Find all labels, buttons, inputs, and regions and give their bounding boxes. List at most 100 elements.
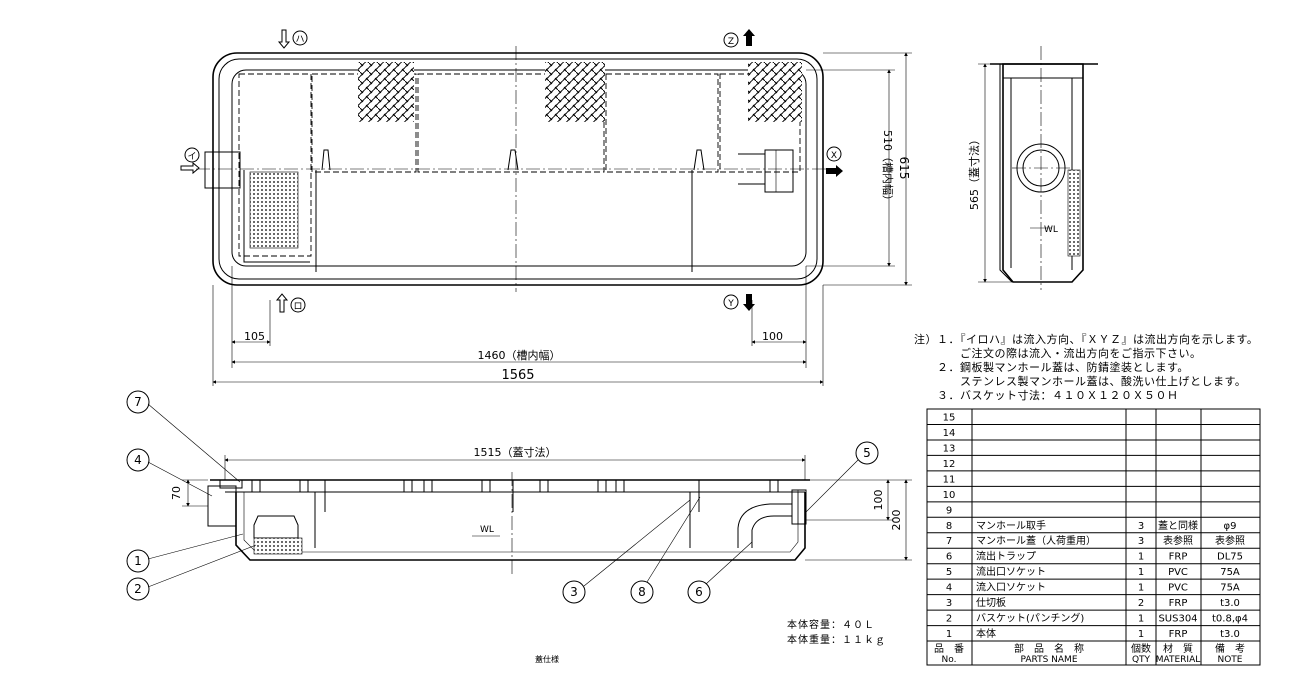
table-cell-no: 5 (946, 567, 952, 578)
callouts: 7 4 1 2 3 8 6 5 (126, 390, 879, 604)
plan-view (196, 46, 830, 292)
callout-2: 2 (134, 582, 142, 596)
table-cell-no: 9 (946, 505, 952, 516)
table-cell-material: PVC (1168, 567, 1188, 578)
table-cell-no: 10 (943, 490, 956, 501)
table-cell-note: φ9 (1224, 521, 1237, 532)
header-name-jp: 部 品 名 称 (1014, 642, 1084, 655)
table-cell-no: 1 (946, 629, 952, 640)
inlet-ro-label: ロ (293, 302, 302, 312)
callout-7: 7 (134, 395, 142, 409)
header-mat-en: MATERIAL (1156, 655, 1201, 665)
table-cell-material: SUS304 (1158, 614, 1197, 625)
table-cell-material: FRP (1169, 552, 1188, 563)
plan-dimensions: 105 100 1460（槽内幅） 1565 510（槽内幅） 615 (212, 52, 912, 386)
table-cell-name: 本体 (976, 627, 996, 640)
dim-100-front: 100 (872, 490, 885, 511)
table-cell-material: 表参照 (1163, 534, 1193, 547)
header-name-en: PARTS NAME (1020, 655, 1077, 665)
note-line: 注）１．『イロハ』は流入方向、『ＸＹＺ』は流出方向を示します。 (914, 333, 1259, 346)
table-cell-no: 11 (943, 474, 956, 485)
table-cell-qty: 1 (1138, 583, 1144, 594)
note-line: ３．バスケット寸法：４１０Ｘ１２０Ｘ５０Ｈ (914, 389, 1179, 402)
front-view: WL (207, 472, 810, 575)
lid-spec-caption: 蓋仕様 (535, 655, 559, 664)
dim-565: 565（蓋寸法） (967, 134, 981, 210)
callout-5: 5 (863, 446, 871, 460)
table-cell-note: 75A (1220, 583, 1240, 594)
table-cell-material: FRP (1169, 629, 1188, 640)
table-cell-name: 流入口ソケット (976, 581, 1046, 594)
table-cell-note: 75A (1220, 567, 1240, 578)
table-cell-note: t3.0 (1220, 629, 1240, 640)
table-cell-no: 3 (946, 598, 952, 609)
dim-1460: 1460（槽内幅） (478, 348, 561, 362)
table-cell-no: 7 (946, 536, 952, 547)
dim-615: 615 (897, 157, 911, 180)
dim-70: 70 (170, 486, 183, 500)
front-dimensions: 1515（蓋寸法） 70 100 200 (170, 445, 912, 561)
table-cell-qty: 3 (1138, 521, 1144, 532)
table-cell-no: 13 (943, 443, 956, 454)
header-qty-jp: 個数 (1131, 642, 1151, 655)
table-cell-material: PVC (1168, 583, 1188, 594)
dim-1515: 1515（蓋寸法） (474, 445, 557, 459)
table-cell-no: 6 (946, 552, 952, 563)
table-cell-name: バスケット(パンチング) (976, 612, 1084, 625)
table-cell-no: 2 (946, 614, 952, 625)
table-cell-qty: 1 (1138, 552, 1144, 563)
table-cell-qty: 2 (1138, 598, 1144, 609)
table-cell-no: 14 (943, 428, 956, 439)
outlet-z-label: Z (728, 37, 734, 47)
table-cell-material: 蓋と同様 (1158, 519, 1198, 532)
callout-1: 1 (134, 554, 142, 568)
table-cell-no: 4 (946, 583, 952, 594)
callout-8: 8 (638, 585, 646, 599)
callout-6: 6 (695, 585, 703, 599)
dim-510: 510（槽内幅） (881, 130, 895, 206)
header-note-en: NOTE (1217, 655, 1242, 665)
table-cell-material: FRP (1169, 598, 1188, 609)
table-cell-no: 15 (943, 412, 956, 423)
dim-105: 105 (244, 330, 265, 343)
note-line: ２．鋼板製マンホール蓋は、防錆塗装とします。 (914, 361, 1189, 374)
header-no-en: No. (942, 655, 957, 665)
table-cell-name: マンホール取手 (976, 519, 1046, 532)
table-cell-name: 流出トラップ (976, 550, 1036, 563)
table-cell-name: マンホール蓋（人荷重用） (976, 534, 1096, 547)
note-line: ご注文の際は流入・流出方向をご指示下さい。 (914, 347, 1202, 360)
table-cell-qty: 3 (1138, 536, 1144, 547)
front-wl-label: WL (480, 525, 494, 535)
dim-1565: 1565 (501, 368, 534, 383)
note-line: ステンレス製マンホール蓋は、酸洗い仕上げとします。 (914, 375, 1247, 388)
inlet-i-label: イ (187, 152, 196, 162)
weight-spec: 本体重量：１１ｋｇ (787, 635, 886, 646)
outlet-x-label: X (831, 151, 837, 161)
dim-100: 100 (762, 330, 783, 343)
header-no-jp: 品 番 (934, 643, 964, 655)
callout-4: 4 (134, 453, 142, 467)
header-mat-jp: 材 質 (1163, 642, 1193, 655)
header-note-jp: 備 考 (1215, 642, 1245, 655)
table-cell-qty: 1 (1138, 629, 1144, 640)
side-view: WL 565（蓋寸法） (967, 46, 1098, 290)
table-cell-no: 8 (946, 521, 952, 532)
table-cell-name: 流出口ソケット (976, 565, 1046, 578)
outlet-y-label: Y (727, 299, 734, 309)
direction-markers: ハ イ ロ Z X Y (180, 29, 843, 313)
table-cell-note: 表参照 (1215, 534, 1245, 547)
inlet-ha-label: ハ (295, 35, 304, 45)
table-cell-no: 12 (943, 459, 956, 470)
side-wl-label: WL (1044, 225, 1058, 235)
table-cell-note: t0.8,φ4 (1212, 614, 1248, 625)
table-cell-note: t3.0 (1220, 598, 1240, 609)
lid-handles (251, 479, 779, 493)
dim-200: 200 (890, 510, 903, 531)
callout-3: 3 (570, 585, 578, 599)
table-cell-qty: 1 (1138, 614, 1144, 625)
table-cell-name: 仕切板 (976, 596, 1006, 609)
table-cell-note: DL75 (1217, 552, 1243, 563)
capacity-spec: 本体容量：４０Ｌ (787, 620, 875, 631)
